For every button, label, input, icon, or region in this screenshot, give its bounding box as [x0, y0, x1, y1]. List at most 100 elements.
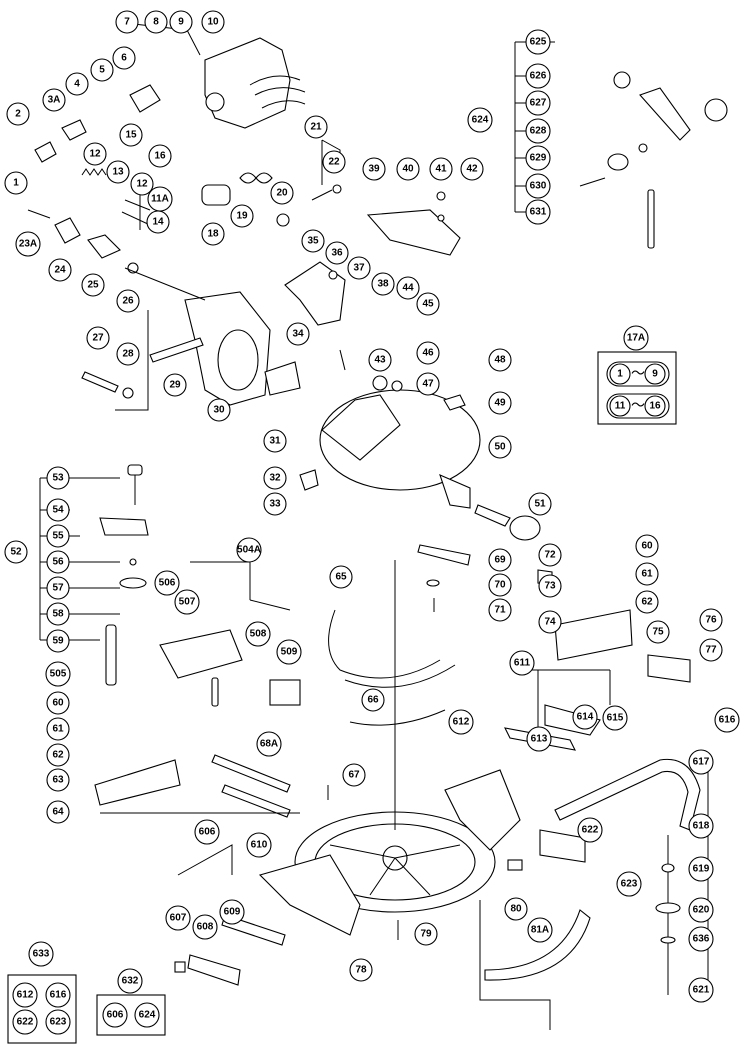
- callout-text: 26: [122, 296, 134, 307]
- callout-text: 630: [530, 181, 547, 192]
- callout-circle: [460, 157, 484, 181]
- callout-p8: 8: [144, 10, 168, 34]
- callout-p78: 78: [349, 958, 373, 982]
- callout-text: 60: [52, 698, 64, 709]
- callout-text: 53: [52, 473, 64, 484]
- callout-text: 65: [335, 572, 347, 583]
- callout-circle: [119, 123, 143, 147]
- callout-circle: [525, 63, 551, 89]
- callout-text: 622: [17, 1017, 34, 1028]
- callout-p80: 80: [504, 897, 528, 921]
- callout-k633_623: 623: [45, 1009, 71, 1035]
- callout-p636: 636: [688, 926, 714, 952]
- callout-circle: [602, 705, 628, 731]
- callout-text: 609: [224, 907, 241, 918]
- callout-text: 1: [13, 178, 19, 189]
- callout-p609: 609: [219, 899, 245, 925]
- callout-text: 39: [368, 164, 380, 175]
- callout-p26: 26: [116, 289, 140, 313]
- callout-p504A: 504A: [236, 537, 262, 563]
- callout-text: 613: [531, 734, 548, 745]
- callout-p12a: 12: [83, 142, 107, 166]
- callout-text: 49: [494, 398, 506, 409]
- callout-circle: [325, 241, 349, 265]
- callout-text: 62: [52, 750, 64, 761]
- callout-circle: [488, 435, 512, 459]
- callout-p625: 625: [525, 29, 551, 55]
- callout-k633_622: 622: [12, 1009, 38, 1035]
- callout-text: 62: [641, 597, 653, 608]
- callout-k633_612: 612: [12, 982, 38, 1008]
- callout-text: 615: [607, 713, 624, 724]
- callout-circle: [688, 897, 714, 923]
- callout-circle: [46, 743, 70, 767]
- callout-p5: 5: [90, 58, 114, 82]
- callout-text: 607: [170, 913, 187, 924]
- kit-17A-row2-separator: 〜: [631, 398, 645, 414]
- callout-text: 44: [402, 283, 414, 294]
- callout-p57: 57: [46, 576, 70, 600]
- callout-circle: [46, 717, 70, 741]
- callout-text: 627: [530, 98, 547, 109]
- callout-circle: [525, 90, 551, 116]
- callout-circle: [46, 629, 70, 653]
- callout-circle: [46, 691, 70, 715]
- callout-circle: [329, 565, 353, 589]
- callout-circle: [42, 88, 66, 112]
- callout-circle: [526, 726, 552, 752]
- callout-text: 61: [52, 724, 64, 735]
- callout-p507: 507: [174, 589, 200, 615]
- callout-circle: [148, 144, 172, 168]
- callout-circle: [115, 10, 139, 34]
- callout-text: 623: [50, 1017, 67, 1028]
- callout-circle: [4, 540, 28, 564]
- callout-p25: 25: [81, 273, 105, 297]
- callout-circle: [616, 871, 642, 897]
- callout-p79: 79: [414, 922, 438, 946]
- kit-17A-row2-to: 16: [649, 401, 661, 412]
- callout-p62a: 62: [635, 590, 659, 614]
- callout-p615: 615: [602, 705, 628, 731]
- callout-text: 45: [422, 299, 434, 310]
- callout-circle: [263, 492, 287, 516]
- callout-p17A: 17A: [623, 325, 649, 351]
- callout-p64: 64: [46, 800, 70, 824]
- callout-text: 60: [641, 541, 653, 552]
- callout-text: 618: [693, 821, 710, 832]
- callout-text: 506: [159, 578, 176, 589]
- callout-text: 606: [199, 827, 216, 838]
- callout-p613: 613: [526, 726, 552, 752]
- callout-p631: 631: [525, 199, 551, 225]
- callout-circle: [416, 372, 440, 396]
- callout-p629: 629: [525, 145, 551, 171]
- callout-text: 32: [269, 473, 281, 484]
- callout-text: 47: [422, 379, 434, 390]
- callout-circle: [362, 157, 386, 181]
- callout-circle: [45, 661, 71, 687]
- callout-circle: [90, 58, 114, 82]
- callout-p505: 505: [45, 661, 71, 687]
- kit-17A-row1-to: 9: [652, 369, 658, 380]
- callout-text: 3A: [48, 95, 61, 106]
- callout-text: 612: [453, 717, 470, 728]
- callout-text: 13: [112, 167, 124, 178]
- callout-p62b: 62: [46, 743, 70, 767]
- callout-circle: [102, 1002, 128, 1028]
- callout-circle: [192, 914, 218, 940]
- callout-p30: 30: [207, 398, 231, 422]
- callout-circle: [45, 1009, 71, 1035]
- callout-circle: [270, 181, 294, 205]
- callout-text: 616: [719, 715, 736, 726]
- callout-text: 46: [422, 348, 434, 359]
- callout-circle: [488, 391, 512, 415]
- callout-circle: [46, 550, 70, 574]
- callout-circle: [572, 704, 598, 730]
- callout-p19: 19: [230, 204, 254, 228]
- callout-text: 631: [530, 207, 547, 218]
- callout-p51: 51: [528, 492, 552, 516]
- callout-circle: [416, 341, 440, 365]
- callout-circle: [12, 1009, 38, 1035]
- callout-circle: [116, 289, 140, 313]
- callout-p66: 66: [361, 688, 385, 712]
